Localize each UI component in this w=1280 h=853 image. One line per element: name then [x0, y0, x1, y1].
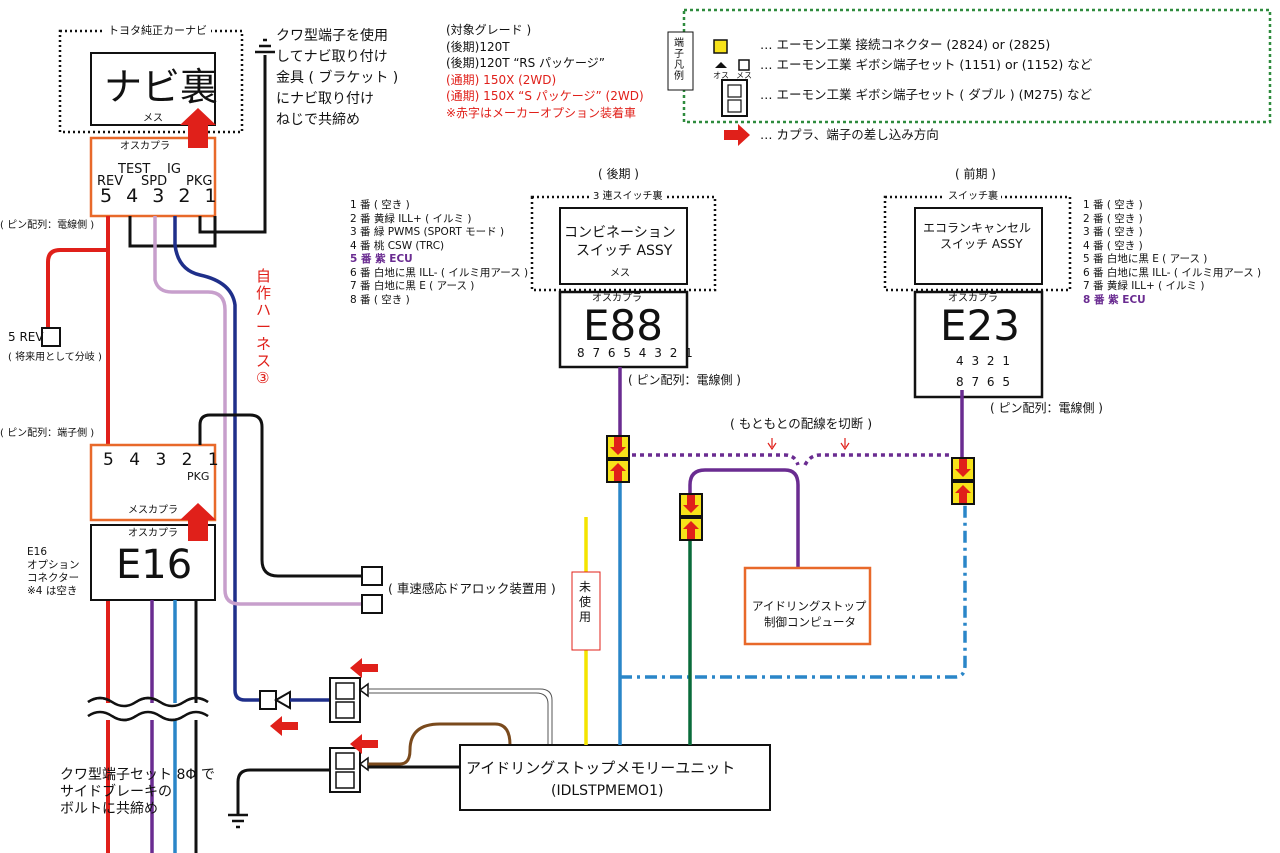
- e23-pin-item: 4 番 ( 空き ): [1083, 239, 1143, 252]
- navi-mesu: メス: [143, 113, 163, 124]
- legend-item-gibo: … エーモン工業 ギボシ端子セット (1151) or (1152) など: [760, 57, 1093, 72]
- e23-pin-list: 1 番 ( 空き ) 2 番 ( 空き ) 3 番 ( 空き ) 4 番 ( 空…: [1083, 199, 1261, 307]
- e16-pin-array: ( ピン配列：端子側 ): [0, 428, 95, 439]
- e23-pin-item: 6 番 白地に黒 ILL- ( イルミ用アース ): [1083, 266, 1262, 279]
- e23-pin-item: 3 番 ( 空き ): [1083, 226, 1143, 238]
- e88-pin-item: 4 番 桃 CSW (TRC): [350, 239, 445, 252]
- idle-computer-box: [743, 566, 872, 646]
- grade-item: (通期) 150X (2WD): [446, 72, 557, 87]
- grade-item: (後期)120T: [446, 39, 510, 54]
- navi-pin-array: ( ピン配列：電線側 ): [0, 220, 95, 231]
- e16-code: E16: [116, 542, 193, 588]
- e88-switch-name-1: コンビネーション: [564, 225, 676, 241]
- pin-label-ig: IG: [167, 162, 181, 177]
- e23-pin-item: 2 番 ( 空き ): [1083, 212, 1143, 225]
- door-lock-label: ( 車速感応ドアロック装置用 ): [388, 581, 556, 596]
- e23-code: E23: [940, 301, 1020, 350]
- memory-unit-model: (IDLSTPMEMO1): [551, 783, 664, 799]
- idle-computer-line2: 制御コンピュータ: [764, 615, 856, 629]
- memory-unit-name: アイドリングストップメモリーユニット: [466, 759, 736, 777]
- legend-mesu: メス: [736, 71, 752, 80]
- rev-branch-label: 5 REV: [8, 330, 44, 344]
- e16-pkg: PKG: [187, 470, 210, 483]
- e88-mesu: メス: [610, 268, 630, 279]
- e23-oscapra: オスカプラ: [948, 293, 998, 304]
- e23-pin-item: 1 番 ( 空き ): [1083, 199, 1143, 211]
- e88-switch-name-2: スイッチ ASSY: [576, 243, 673, 259]
- e88-pin-list: 1 番 ( 空き ) 2 番 黄緑 ILL+ ( イルミ ) 3 番 緑 PWM…: [350, 199, 528, 307]
- e88-pin-item-ecu: 5 番 紫 ECU: [350, 253, 413, 265]
- legend-osu: オス: [713, 71, 729, 80]
- legend-side-label: 端子凡例: [674, 38, 684, 82]
- unused-label: 未使用: [579, 580, 592, 624]
- e23-pins-top: 4 3 2 1: [956, 354, 1012, 368]
- e16-pin-numbers: 5 4 3 2 1: [103, 450, 224, 470]
- rev-branch-note: ( 将来用として分岐 ): [8, 352, 102, 363]
- e23-pin-array: ( ピン配列：電線側 ): [990, 401, 1103, 415]
- e23-switch-name-2: スイッチ ASSY: [940, 237, 1023, 251]
- navi-title: トヨタ純正カーナビ: [104, 24, 211, 38]
- grade-item: (通期) 150X “S パッケージ” (2WD): [446, 89, 644, 103]
- grade-item: (後期)120T “RS パッケージ”: [446, 56, 606, 70]
- e88-pin-item: 7 番 白地に黒 E ( アース ): [350, 280, 475, 292]
- idle-computer-line1: アイドリングストップ: [752, 599, 867, 613]
- e88-pin-item: 1 番 ( 空き ): [350, 199, 410, 211]
- e88-pin-item: 2 番 黄緑 ILL+ ( イルミ ): [350, 212, 472, 225]
- navi-oscapra: オスカプラ: [120, 141, 170, 152]
- e23-switch-back: スイッチ裏: [945, 191, 1001, 203]
- insert-direction-arrows: [180, 108, 971, 754]
- e88-pin-item: 6 番 白地に黒 ILL- ( イルミ用アース ): [350, 266, 529, 279]
- e88-pins: 8 7 6 5 4 3 2 1: [577, 346, 695, 360]
- pin-label-rev: REV: [97, 174, 124, 189]
- e88-code: E88: [583, 301, 663, 350]
- legend-arrow-text: … カプラ、端子の差し込み方向: [760, 127, 939, 142]
- kuwa-bottom-note: クワ型端子セット 8Φ で サイドブレーキの ボルトに共締め: [60, 767, 215, 817]
- navi-capra-box: [89, 136, 217, 218]
- grade-list: (対象グレード ) (後期)120T (後期)120T “RS パッケージ” (…: [446, 23, 644, 120]
- harness-label: 自作ハーネス③: [256, 267, 272, 387]
- legend-item-gibo-double: … エーモン工業 ギボシ端子セット ( ダブル ) (M275) など: [760, 87, 1092, 102]
- legend-item-connector: … エーモン工業 接続コネクター (2824) or (2825): [760, 37, 1051, 52]
- e23-period: ( 前期 ): [955, 167, 996, 181]
- e88-pin-item: 8 番 ( 空き ): [350, 293, 410, 306]
- pin-label-pkg: PKG: [186, 174, 213, 189]
- grade-note: ※赤字はメーカーオプション装着車: [446, 105, 637, 120]
- e23-pins-bottom: 8 7 6 5: [956, 375, 1012, 389]
- kuwa-note: クワ型端子を使用 してナビ取り付け 金具 ( ブラケット ) にナビ取り付け ね…: [276, 28, 399, 128]
- pin-label-spd: SPD: [141, 174, 168, 189]
- e23-pin-item: 7 番 黄緑 ILL+ ( イルミ ): [1083, 280, 1205, 292]
- navi-back-label: ナビ裏: [104, 65, 219, 109]
- e23-switch-name-1: エコランキャンセル: [923, 221, 1032, 235]
- navi-pin-numbers: 5 4 3 2 1: [100, 185, 221, 207]
- e88-pin-array: ( ピン配列：電線側 ): [628, 373, 741, 387]
- e88-period: ( 後期 ): [598, 167, 639, 181]
- e16-mesu-capra: メスカプラ: [128, 505, 178, 516]
- memory-unit-box: [459, 744, 771, 811]
- pin-label-test: TEST: [118, 162, 151, 177]
- e88-oscapra: オスカプラ: [592, 293, 642, 304]
- e88-pin-item: 3 番 緑 PWMS (SPORT モード ): [350, 226, 505, 238]
- e16-note: E16 オプション コネクター ※4 は空き: [27, 546, 80, 597]
- cut-label: ( もともとの配線を切断 ): [730, 416, 873, 431]
- e23-pin-item: 5 番 白地に黒 E ( アース ): [1083, 253, 1208, 265]
- e88-switch-back: 3 連スイッチ裏: [590, 191, 666, 203]
- e23-pin-item-ecu: 8 番 紫 ECU: [1083, 293, 1146, 306]
- e16-oscapra: オスカプラ: [128, 528, 178, 539]
